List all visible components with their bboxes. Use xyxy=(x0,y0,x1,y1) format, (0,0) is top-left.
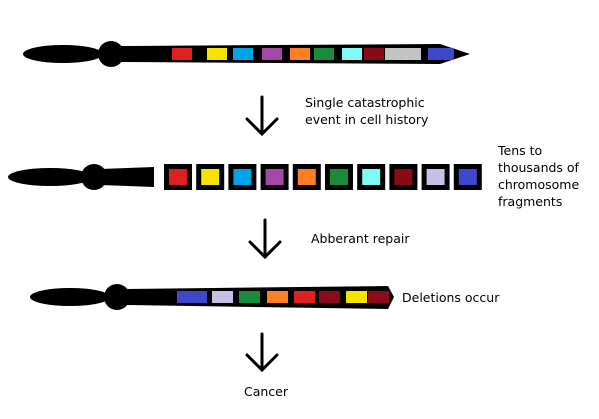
chromosome-band xyxy=(267,291,288,303)
chromosome-fragments xyxy=(164,164,482,190)
chromosome-band xyxy=(319,291,340,303)
chromosome-band xyxy=(385,48,421,60)
repair-label: Abberant repair xyxy=(311,231,410,246)
arm-stub xyxy=(100,167,154,187)
chromosome-band xyxy=(172,48,192,60)
centromere xyxy=(98,41,124,67)
cancer-label: Cancer xyxy=(244,384,289,399)
chromosome-fragment xyxy=(330,169,348,185)
deletions-label: Deletions occur xyxy=(402,290,500,305)
shattered-chromosome xyxy=(8,164,482,190)
chromosome-band xyxy=(364,48,384,60)
chromosome-band xyxy=(314,48,334,60)
short-arm xyxy=(8,168,92,186)
chromosome-band xyxy=(207,48,227,60)
chromosome-fragment xyxy=(233,169,252,185)
rearranged-chromosome xyxy=(30,284,394,310)
short-arm xyxy=(23,45,103,63)
chromosome-band xyxy=(346,291,367,303)
arrow-down-icon xyxy=(248,218,282,260)
event-label: Single catastrophic event in cell histor… xyxy=(305,95,429,127)
fragments-label: Tens to thousands of chromosome fragment… xyxy=(498,143,580,209)
chromosome-band xyxy=(212,291,233,303)
chromosome-band xyxy=(262,48,282,60)
chromosome-band xyxy=(239,291,260,303)
short-arm xyxy=(30,288,110,306)
chromosome-band xyxy=(342,48,362,60)
chromosome-fragment xyxy=(394,169,413,185)
arrow-down-icon xyxy=(245,95,279,137)
chromosome-fragment xyxy=(458,169,477,185)
chromosome-bands xyxy=(172,48,454,60)
chromosome-fragment xyxy=(169,169,187,185)
chromosome-band xyxy=(368,291,389,303)
arrow-down-icon xyxy=(245,332,279,373)
chromosome-fragment xyxy=(362,169,381,185)
chromosome-band xyxy=(177,291,207,303)
chromosome-fragment xyxy=(297,169,316,185)
chromosome-band xyxy=(290,48,310,60)
chromosome-band xyxy=(428,48,454,60)
chromosome-band xyxy=(233,48,253,60)
chromosome-fragment xyxy=(265,169,284,185)
centromere xyxy=(104,284,130,310)
chromosome-fragment xyxy=(201,169,220,185)
chromosome-fragment xyxy=(426,169,445,185)
intact-chromosome xyxy=(23,41,470,67)
chromosome-bands xyxy=(177,291,389,303)
chromosome-band xyxy=(294,291,315,303)
